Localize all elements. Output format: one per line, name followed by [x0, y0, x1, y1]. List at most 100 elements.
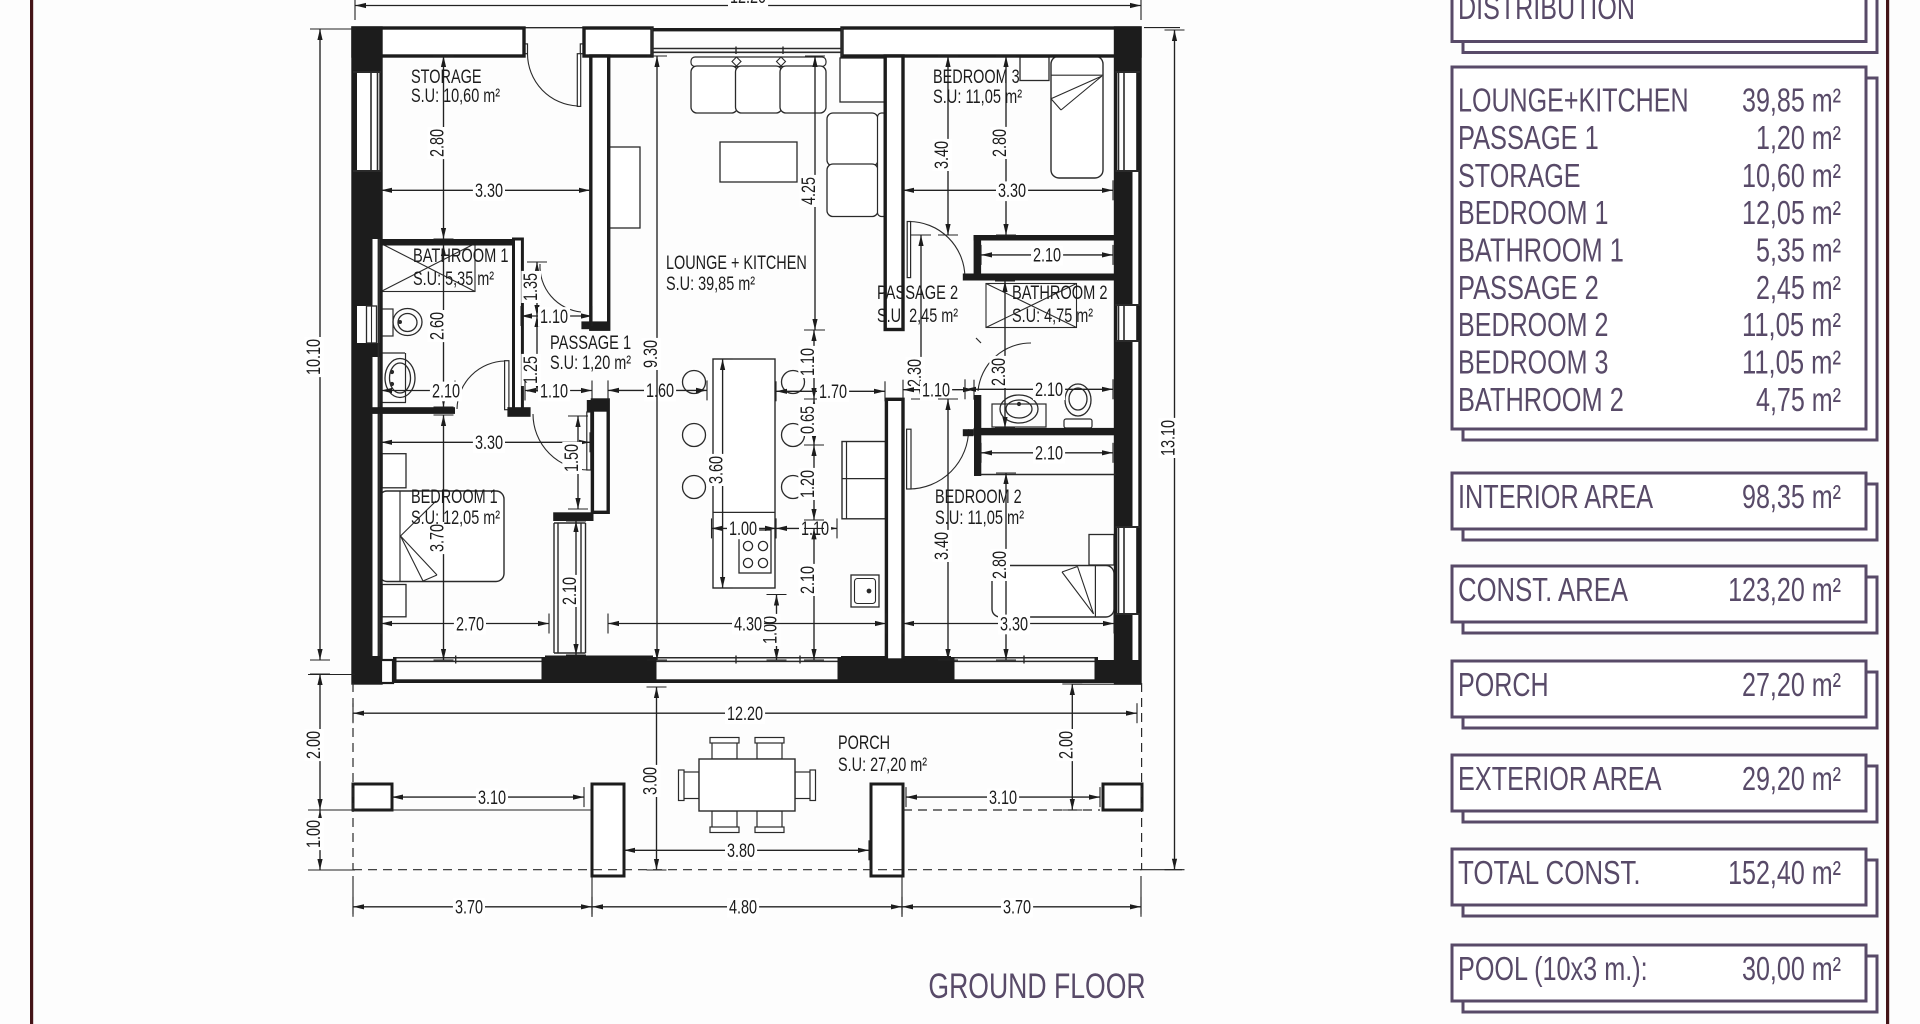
svg-text:1.10: 1.10	[801, 519, 829, 540]
svg-text:152,40 m²: 152,40 m²	[1728, 854, 1841, 891]
svg-text:123,20 m²: 123,20 m²	[1728, 571, 1841, 608]
svg-text:39,85 m²: 39,85 m²	[1742, 82, 1841, 119]
svg-text:S.U: 11,05 m²: S.U: 11,05 m²	[933, 87, 1022, 108]
svg-text:BATHROOM 1: BATHROOM 1	[413, 246, 509, 267]
svg-text:BEDROOM 1: BEDROOM 1	[1458, 194, 1609, 231]
svg-text:TOTAL CONST.: TOTAL CONST.	[1458, 854, 1641, 891]
svg-text:BEDROOM 2: BEDROOM 2	[935, 487, 1022, 508]
svg-text:POOL (10x3 m.):: POOL (10x3 m.):	[1458, 950, 1648, 987]
svg-text:11,05 m²: 11,05 m²	[1742, 306, 1841, 343]
svg-text:GROUND FLOOR: GROUND FLOOR	[928, 967, 1145, 1006]
svg-text:3.80: 3.80	[727, 841, 755, 862]
svg-text:2.10: 2.10	[432, 381, 460, 402]
svg-text:1.00: 1.00	[304, 820, 325, 848]
svg-text:1.25: 1.25	[521, 356, 542, 384]
svg-text:EXTERIOR AREA: EXTERIOR AREA	[1458, 760, 1662, 797]
svg-text:98,35 m²: 98,35 m²	[1742, 478, 1841, 515]
svg-text:2.00: 2.00	[1056, 731, 1077, 759]
svg-text:2.80: 2.80	[990, 551, 1011, 579]
svg-text:4.30: 4.30	[734, 614, 762, 635]
svg-text:PORCH: PORCH	[838, 733, 890, 754]
svg-text:0.65: 0.65	[798, 406, 819, 434]
svg-text:PASSAGE 2: PASSAGE 2	[877, 283, 958, 304]
svg-text:PORCH: PORCH	[1458, 666, 1549, 703]
svg-text:10.10: 10.10	[304, 339, 325, 375]
svg-text:LOUNGE+KITCHEN: LOUNGE+KITCHEN	[1458, 82, 1689, 119]
svg-text:4.25: 4.25	[799, 177, 820, 205]
svg-text:2.00: 2.00	[304, 731, 325, 759]
svg-text:S.U: 5,35 m²: S.U: 5,35 m²	[413, 269, 494, 290]
svg-text:PASSAGE 1: PASSAGE 1	[550, 333, 631, 354]
svg-text:5,35 m²: 5,35 m²	[1756, 232, 1841, 269]
svg-text:30,00 m²: 30,00 m²	[1742, 950, 1841, 987]
svg-text:2.70: 2.70	[456, 614, 484, 635]
svg-text:2.80: 2.80	[990, 129, 1011, 157]
svg-text:S.U: 4,75 m²: S.U: 4,75 m²	[1012, 306, 1093, 327]
svg-text:S.U: 12,05 m²: S.U: 12,05 m²	[411, 508, 500, 529]
svg-text:12,05 m²: 12,05 m²	[1742, 194, 1841, 231]
svg-text:3.30: 3.30	[475, 433, 503, 454]
svg-text:4,75 m²: 4,75 m²	[1756, 381, 1841, 418]
svg-text:1.10: 1.10	[540, 381, 568, 402]
svg-text:9.30: 9.30	[641, 340, 662, 368]
svg-text:LOUNGE + KITCHEN: LOUNGE + KITCHEN	[666, 253, 807, 274]
svg-text:1.10: 1.10	[922, 381, 950, 402]
svg-text:3.40: 3.40	[932, 141, 953, 169]
svg-text:2.10: 2.10	[560, 577, 581, 605]
svg-text:1.10: 1.10	[540, 307, 568, 328]
svg-text:S.U: 11,05 m²: S.U: 11,05 m²	[935, 508, 1024, 529]
svg-text:2.60: 2.60	[428, 312, 449, 340]
svg-text:3.40: 3.40	[932, 532, 953, 560]
svg-text:BEDROOM 2: BEDROOM 2	[1458, 306, 1609, 343]
svg-text:2.10: 2.10	[798, 566, 819, 594]
svg-text:3.70: 3.70	[455, 898, 483, 919]
svg-text:S.U: 1,20 m²: S.U: 1,20 m²	[550, 353, 631, 374]
svg-text:2,45 m²: 2,45 m²	[1756, 269, 1841, 306]
svg-text:1.10: 1.10	[798, 348, 819, 376]
svg-text:29,20 m²: 29,20 m²	[1742, 760, 1841, 797]
svg-text:1.60: 1.60	[646, 381, 674, 402]
svg-text:2.10: 2.10	[1033, 246, 1061, 267]
svg-text:3.10: 3.10	[478, 788, 506, 809]
svg-text:12.20: 12.20	[730, 0, 766, 8]
svg-text:3.10: 3.10	[989, 788, 1017, 809]
svg-text:27,20 m²: 27,20 m²	[1742, 666, 1841, 703]
svg-text:BATHROOM 2: BATHROOM 2	[1012, 283, 1108, 304]
svg-text:11,05 m²: 11,05 m²	[1742, 344, 1841, 381]
svg-text:1.35: 1.35	[521, 273, 542, 301]
svg-text:DISTRIBUTION: DISTRIBUTION	[1458, 0, 1635, 26]
svg-text:10,60 m²: 10,60 m²	[1742, 157, 1841, 194]
svg-text:S.U: 10,60 m²: S.U: 10,60 m²	[411, 86, 500, 107]
svg-text:BATHROOM 2: BATHROOM 2	[1458, 381, 1624, 418]
svg-text:2.10: 2.10	[1035, 380, 1063, 401]
svg-text:3.60: 3.60	[707, 456, 728, 484]
svg-text:PASSAGE 1: PASSAGE 1	[1458, 119, 1599, 156]
svg-text:2.30: 2.30	[905, 359, 926, 387]
svg-text:1.00: 1.00	[729, 519, 757, 540]
svg-text:BEDROOM 3: BEDROOM 3	[933, 67, 1020, 88]
svg-text:2.30: 2.30	[989, 358, 1010, 386]
svg-text:S.U: 2,45 m²: S.U: 2,45 m²	[877, 306, 958, 327]
svg-text:3.00: 3.00	[641, 767, 662, 795]
svg-text:1,20 m²: 1,20 m²	[1756, 119, 1841, 156]
svg-text:3.70: 3.70	[1003, 898, 1031, 919]
svg-text:13.10: 13.10	[1159, 420, 1180, 456]
svg-text:2.80: 2.80	[428, 129, 449, 157]
svg-text:3.70: 3.70	[428, 524, 449, 552]
svg-text:CONST. AREA: CONST. AREA	[1458, 571, 1628, 608]
svg-text:BATHROOM 1: BATHROOM 1	[1458, 232, 1624, 269]
svg-text:1.20: 1.20	[798, 470, 819, 498]
svg-text:BEDROOM 3: BEDROOM 3	[1458, 344, 1609, 381]
svg-text:12.20: 12.20	[727, 704, 763, 725]
svg-text:S.U: 27,20 m²: S.U: 27,20 m²	[838, 755, 927, 776]
svg-text:1.50: 1.50	[562, 444, 583, 472]
svg-text:1.70: 1.70	[819, 382, 847, 403]
svg-text:STORAGE: STORAGE	[1458, 157, 1581, 194]
svg-text:3.30: 3.30	[1000, 614, 1028, 635]
svg-text:BEDROOM 1: BEDROOM 1	[411, 487, 498, 508]
svg-text:3.30: 3.30	[475, 181, 503, 202]
svg-text:INTERIOR AREA: INTERIOR AREA	[1458, 478, 1653, 515]
svg-text:STORAGE: STORAGE	[411, 67, 482, 88]
svg-text:2.10: 2.10	[1035, 444, 1063, 465]
svg-text:PASSAGE 2: PASSAGE 2	[1458, 269, 1599, 306]
